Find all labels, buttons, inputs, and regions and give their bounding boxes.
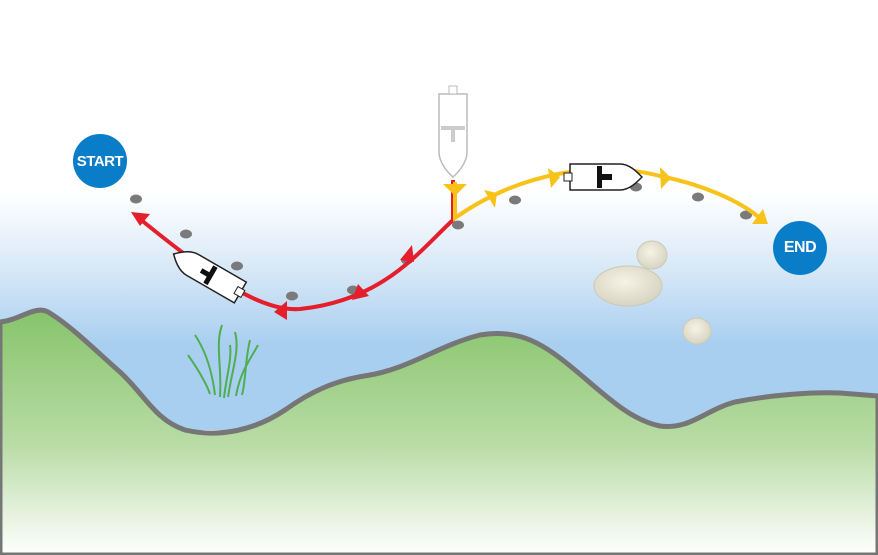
boat-icon [172,251,248,304]
buoy-icon [740,210,752,220]
arrow-icon [131,212,150,226]
arrow-icon [484,190,497,208]
lake-bottom-land [0,307,878,555]
boat-icon [438,85,468,178]
start-label: START [76,152,124,170]
buoy-icon [286,291,298,301]
arrow-icon [352,284,369,300]
buoy-icon [180,229,192,239]
end-label: END [783,239,817,256]
end-marker: END [773,221,827,275]
arrow-icon [443,184,467,196]
arrow-icon [274,301,287,320]
start-marker: START [73,134,127,188]
weed-icon [187,324,259,399]
buoy-icon [231,261,243,271]
arrow-icon [400,245,414,262]
boat-icon [563,163,644,191]
buoy-icon [130,194,142,204]
arrow-icon [548,168,560,188]
rock-icon [593,240,712,345]
arrow-icon [660,167,671,189]
buoy-icon [692,192,704,202]
buoy-icon [452,220,464,230]
arrow-icon [752,209,768,224]
forward-path [443,167,768,224]
buoy-icon [509,195,521,205]
